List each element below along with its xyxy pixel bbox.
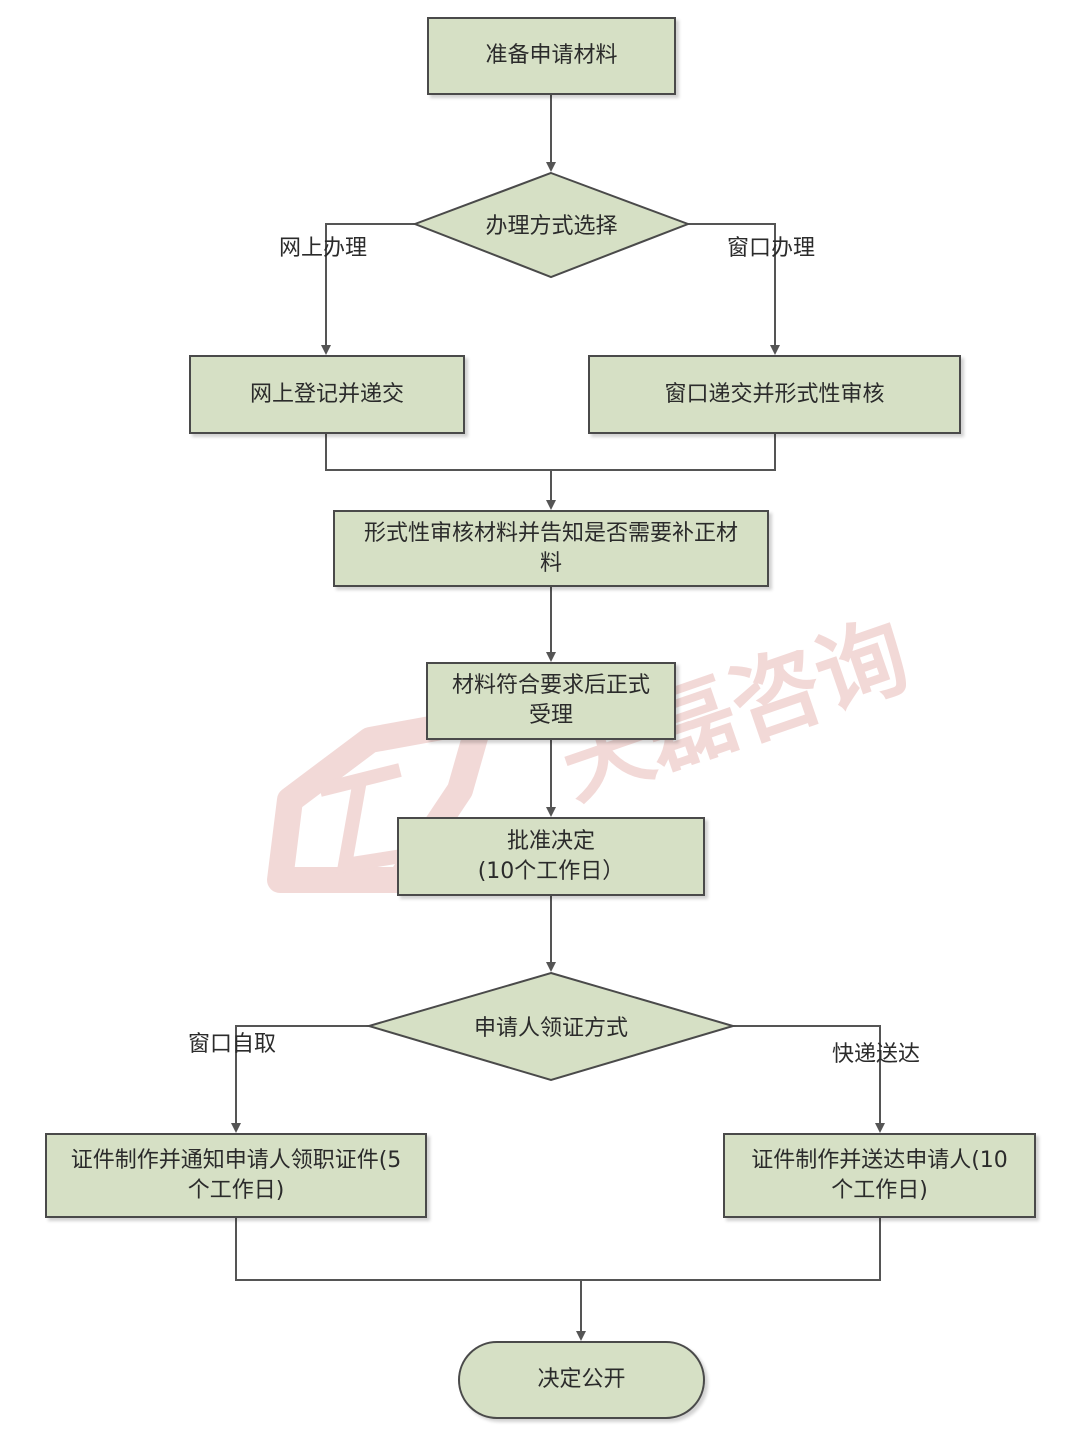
edge-online-merge	[325, 434, 776, 471]
decision-method-shape	[412, 171, 691, 279]
node-pickup-choice: 申请人领证方式	[473, 1016, 628, 1041]
node-accept: 材料符合要求后正式 受理	[426, 662, 676, 740]
node-prepare: 准备申请材料	[427, 17, 676, 95]
edge-label-online: 网上办理	[279, 236, 368, 261]
edge-bottom-merge	[235, 1218, 881, 1281]
node-method-choice: 办理方式选择	[485, 214, 618, 239]
node-online-submit: 网上登记并递交	[189, 355, 465, 434]
node-formal-review: 形式性审核材料并告知是否需要补正材 料	[333, 510, 769, 587]
edge-pickup-to-notify	[231, 1025, 369, 1133]
node-approve: 批准决定 (10个工作日）	[397, 817, 705, 896]
edge-label-window: 窗口办理	[727, 236, 816, 261]
edge-label-express: 快递送达	[832, 1042, 921, 1067]
node-notify-pickup: 证件制作并通知申请人领职证件(5 个工作日)	[45, 1133, 427, 1218]
edge-choice-to-window	[688, 223, 780, 355]
node-publish: 决定公开	[458, 1341, 705, 1419]
node-window-submit: 窗口递交并形式性审核	[588, 355, 961, 434]
node-deliver: 证件制作并送达申请人(10 个工作日)	[723, 1133, 1036, 1218]
edge-label-self-pickup: 窗口自取	[188, 1032, 277, 1057]
decision-pickup-shape	[365, 971, 737, 1082]
edge-pickup-to-deliver	[733, 1025, 885, 1133]
edge-choice-to-online	[321, 223, 415, 355]
